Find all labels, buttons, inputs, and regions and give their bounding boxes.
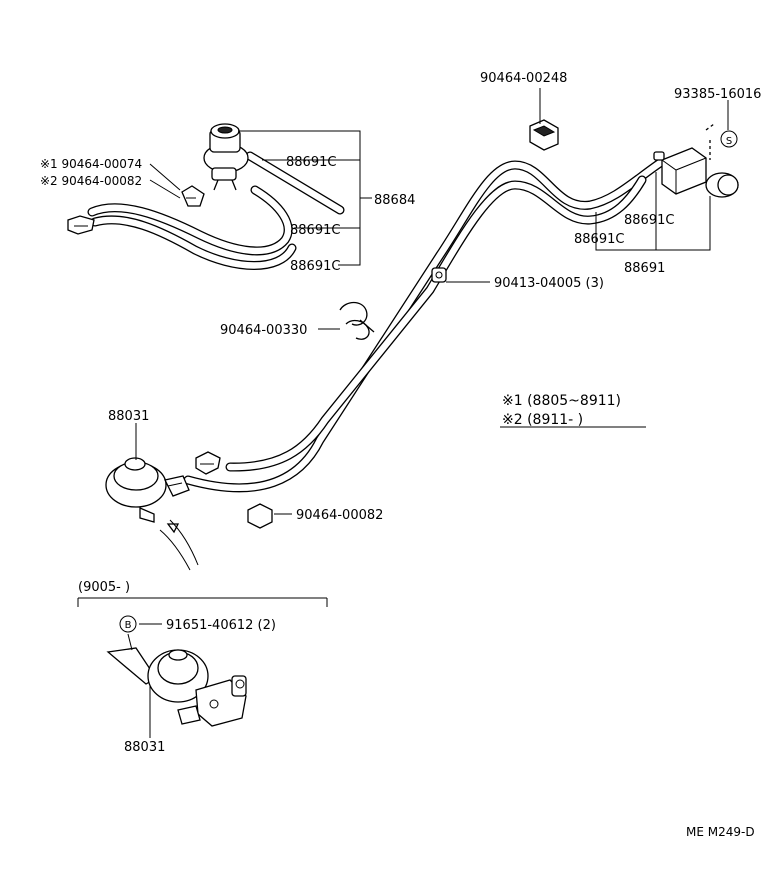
leader-lines xyxy=(77,88,729,738)
label-88691c-c: 88691C xyxy=(290,259,340,274)
label-88031-top: 88031 xyxy=(108,409,149,424)
label-90464-00082: 90464-00082 xyxy=(296,508,383,523)
clip-90464-00082-icon xyxy=(247,503,273,529)
hose-joint-icon xyxy=(67,215,95,235)
upper-hose-assembly xyxy=(87,151,345,270)
label-88691: 88691 xyxy=(624,261,665,276)
label-88684: 88684 xyxy=(374,193,415,208)
label-93385-16016: 93385-16016 xyxy=(674,87,761,102)
label-88691c-right-1: 88691C xyxy=(624,213,674,228)
label-88691c-right-2: 88691C xyxy=(574,232,624,247)
clip-icon xyxy=(181,185,205,207)
vacuum-valve-icon xyxy=(203,123,249,191)
b-mark: B xyxy=(125,620,132,631)
label-88691c-b: 88691C xyxy=(290,223,340,238)
s-mark: S xyxy=(726,136,732,147)
label-88031-bottom: 88031 xyxy=(124,740,165,755)
clip-90464-00330-icon xyxy=(339,301,375,340)
legend-2: ※2 (8911- ) xyxy=(502,412,583,428)
label-88691c-a: 88691C xyxy=(286,155,336,170)
diagram-code: ME M249-D xyxy=(686,825,755,839)
b-circle-icon xyxy=(119,615,137,633)
hose-clamp-icon xyxy=(431,267,447,283)
t-joint-icon xyxy=(195,451,221,475)
label-range-9005: (9005- ) xyxy=(78,580,130,595)
egr-valve-upper-icon xyxy=(105,457,190,523)
label-90464-00248: 90464-00248 xyxy=(480,71,567,86)
reference-arrow-icon xyxy=(159,519,199,571)
label-91651-40612: 91651-40612 (2) xyxy=(166,618,276,633)
label-90464-00330: 90464-00330 xyxy=(220,323,307,338)
label-ref1-part: ※1 90464-00074 xyxy=(40,157,142,171)
label-90413-04005: 90413-04005 (3) xyxy=(494,276,604,291)
legend-1: ※1 (8805~8911) xyxy=(502,393,621,409)
s-circle-icon xyxy=(720,130,738,148)
vsv-solenoid-icon xyxy=(653,123,739,198)
label-ref2-part: ※2 90464-00082 xyxy=(40,174,142,188)
clip-90464-00248-icon xyxy=(529,119,559,151)
main-hose xyxy=(183,158,665,493)
egr-valve-lower-icon xyxy=(106,647,247,727)
